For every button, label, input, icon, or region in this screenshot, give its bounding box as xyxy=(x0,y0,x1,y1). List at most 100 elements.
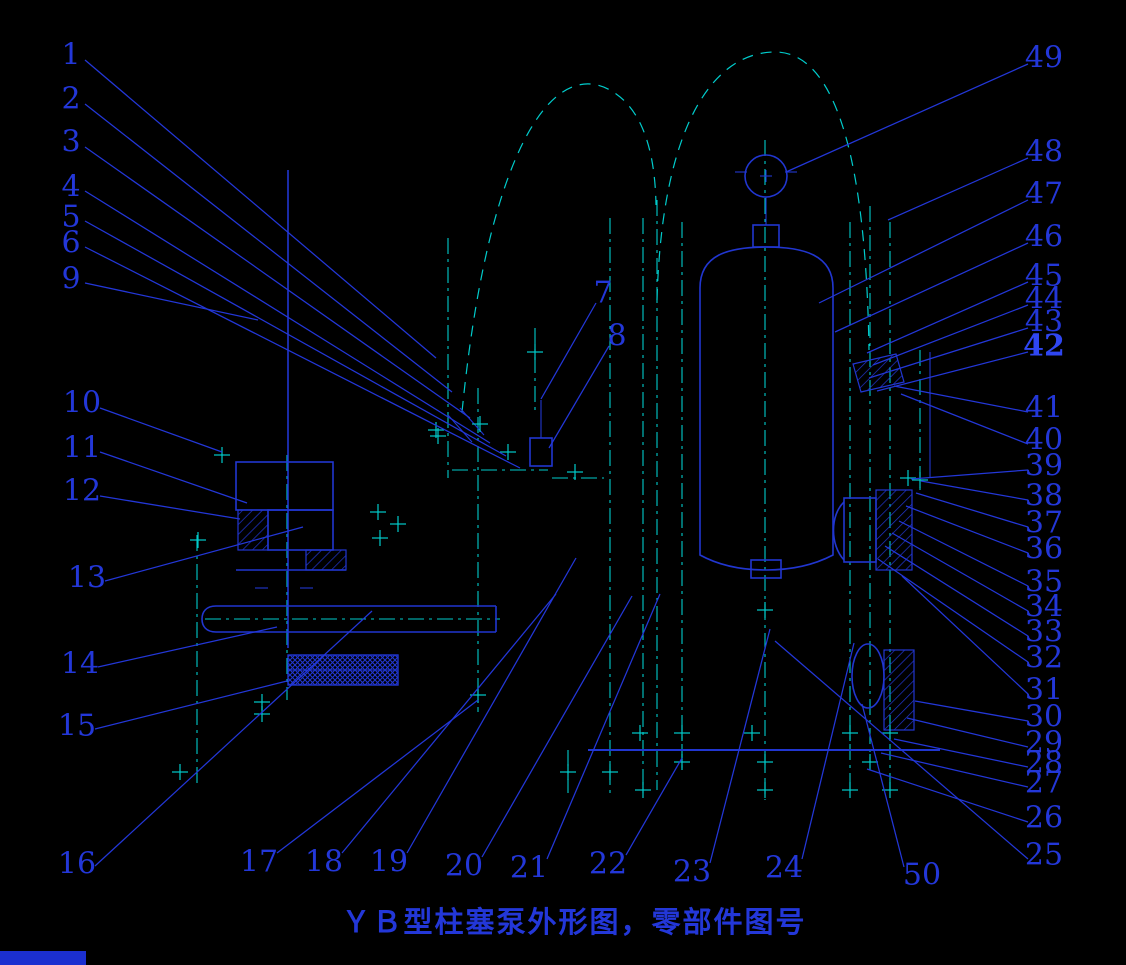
leader-11 xyxy=(99,451,248,504)
leader-45 xyxy=(866,281,1029,354)
callout-18: 18 xyxy=(305,845,343,880)
callout-1: 1 xyxy=(61,38,80,73)
callout-8: 8 xyxy=(607,319,626,354)
callout-5: 5 xyxy=(61,200,80,235)
pressure-gauge xyxy=(735,154,797,225)
callout-35: 35 xyxy=(1025,565,1063,600)
callout-33: 33 xyxy=(1025,615,1063,650)
leader-39 xyxy=(910,469,1029,480)
callout-36: 36 xyxy=(1025,532,1063,567)
leader-34 xyxy=(891,532,1029,612)
leader-41 xyxy=(893,385,1029,413)
drawing-title: ＹＢ型柱塞泵外形图，零部件图号 xyxy=(341,905,807,939)
leader-46 xyxy=(834,242,1029,333)
leader-24 xyxy=(801,642,855,860)
callout-43: 43 xyxy=(1025,305,1063,340)
leader-7 xyxy=(540,302,597,400)
leader-18 xyxy=(341,593,557,854)
leader-42 xyxy=(876,351,1029,392)
leader-32 xyxy=(877,558,1029,663)
callout-47: 47 xyxy=(1025,177,1063,212)
callout-27: 27 xyxy=(1025,766,1063,801)
leader-36 xyxy=(905,505,1029,554)
callout-24: 24 xyxy=(765,851,803,886)
tank-vessel xyxy=(699,224,834,579)
callout-10: 10 xyxy=(63,386,101,421)
callout-34: 34 xyxy=(1025,590,1063,625)
leader-23 xyxy=(709,628,771,864)
swing-arcs xyxy=(461,51,870,413)
callout-6: 6 xyxy=(61,226,80,261)
callout-32: 32 xyxy=(1025,641,1063,676)
leader-14 xyxy=(97,626,278,668)
leader-44 xyxy=(872,304,1029,366)
leader-9 xyxy=(84,282,259,321)
leader-15 xyxy=(94,680,288,730)
callout-22: 22 xyxy=(589,847,627,882)
callout-31: 31 xyxy=(1025,673,1063,708)
callout-9: 9 xyxy=(61,262,80,297)
callout-14: 14 xyxy=(61,647,99,682)
callout-46: 46 xyxy=(1025,220,1063,255)
callout-20: 20 xyxy=(445,849,483,884)
callout-26: 26 xyxy=(1025,801,1063,836)
callout-4: 4 xyxy=(61,170,80,205)
leader-19 xyxy=(406,557,577,854)
leader-10 xyxy=(99,407,223,453)
leader-31 xyxy=(901,575,1029,695)
callout-42: 42 xyxy=(1023,329,1065,364)
leader-1 xyxy=(84,59,437,359)
leader-28 xyxy=(893,738,1029,768)
callout-38: 38 xyxy=(1025,479,1063,514)
right-fitting-top xyxy=(852,352,931,478)
leader-48 xyxy=(887,157,1029,221)
plus-marks xyxy=(171,343,929,799)
leader-37 xyxy=(915,492,1029,528)
leader-3 xyxy=(84,146,471,419)
leader-43 xyxy=(868,327,1029,379)
callout-12: 12 xyxy=(63,474,101,509)
callout-7: 7 xyxy=(593,276,612,311)
leader-12 xyxy=(99,495,241,520)
leader-13 xyxy=(104,526,304,582)
leader-22 xyxy=(625,757,683,856)
leader-16 xyxy=(94,610,373,867)
callout-19: 19 xyxy=(370,845,408,880)
leader-40 xyxy=(900,393,1029,445)
leader-8 xyxy=(548,345,610,449)
callout-25: 25 xyxy=(1025,838,1063,873)
leader-47 xyxy=(818,199,1029,304)
callout-17: 17 xyxy=(240,845,278,880)
coupling-hatched xyxy=(287,654,399,686)
centerlines xyxy=(196,140,921,800)
callout-48: 48 xyxy=(1025,135,1063,170)
callout-23: 23 xyxy=(673,855,711,890)
callout-16: 16 xyxy=(58,847,96,882)
callout-3: 3 xyxy=(61,125,80,160)
leader-50 xyxy=(861,703,905,868)
leader-35 xyxy=(898,520,1029,587)
callout-29: 29 xyxy=(1025,726,1063,761)
leader-2 xyxy=(84,103,453,393)
leader-6 xyxy=(84,246,521,469)
leader-33 xyxy=(884,545,1029,637)
leader-27 xyxy=(880,752,1029,788)
right-fitting-mid xyxy=(832,489,913,571)
leader-5 xyxy=(84,220,507,457)
leader-49 xyxy=(785,63,1029,173)
callout-37: 37 xyxy=(1025,506,1063,541)
leader-17 xyxy=(276,699,479,854)
leader-25 xyxy=(774,640,1029,860)
callout-44: 44 xyxy=(1025,282,1063,317)
callout-45: 45 xyxy=(1025,259,1063,294)
leader-26 xyxy=(866,768,1029,823)
callout-41: 41 xyxy=(1025,391,1063,426)
callout-30: 30 xyxy=(1025,700,1063,735)
leader-38 xyxy=(920,480,1029,501)
callout-39: 39 xyxy=(1025,449,1063,484)
callout-28: 28 xyxy=(1025,746,1063,781)
callout-21: 21 xyxy=(510,851,548,886)
callout-11: 11 xyxy=(63,431,101,466)
